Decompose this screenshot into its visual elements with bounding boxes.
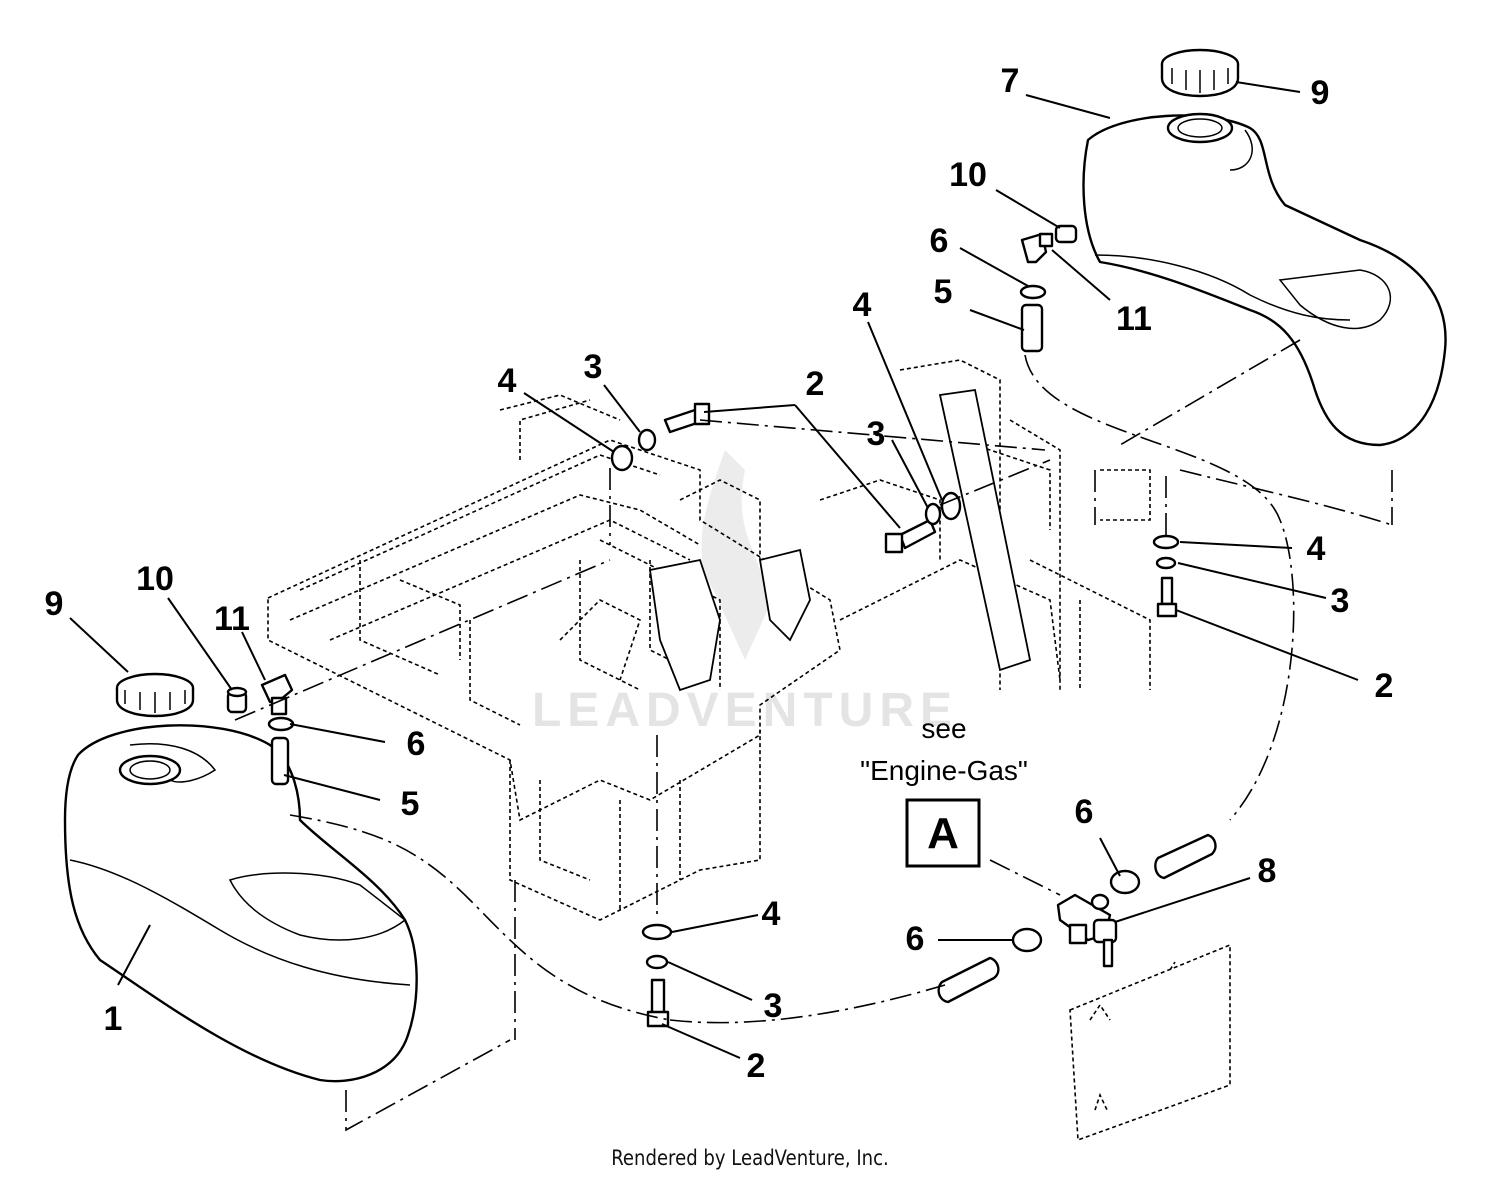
- callout-11-left: 11: [214, 600, 250, 638]
- right-fuel-tank: [1082, 112, 1447, 447]
- callout-3-middle: 3: [867, 415, 886, 453]
- callout-3-lower: 3: [764, 987, 783, 1025]
- callout-2-upper: 2: [806, 365, 825, 403]
- callout-11-right: 11: [1116, 300, 1152, 338]
- callout-1: 1: [104, 1000, 123, 1038]
- footer-credit: Rendered by LeadVenture, Inc.: [611, 1146, 889, 1170]
- lock-washer-upper-left: [637, 428, 657, 452]
- lock-washer-lower: [645, 954, 669, 970]
- flat-washer-lower: [641, 923, 673, 941]
- callout-4-upper: 4: [498, 362, 517, 400]
- callout-9-right: 9: [1311, 74, 1330, 112]
- bolt-upper-left: [663, 402, 711, 434]
- callout-3-right: 3: [1331, 582, 1350, 620]
- hose-clamp-lower: [1011, 927, 1043, 953]
- left-fuel-cap: [115, 672, 195, 718]
- callout-5-left: 5: [401, 785, 420, 823]
- left-elbow-fitting: [260, 673, 294, 716]
- left-fuel-hose: [270, 736, 290, 786]
- right-fuel-cap: [1160, 48, 1240, 98]
- callout-6-lower-tee: 6: [906, 920, 925, 958]
- chassis-frame: [267, 359, 1151, 921]
- reference-target: "Engine-Gas": [860, 755, 1028, 786]
- reference-box: [905, 798, 981, 868]
- callout-10-left: 10: [136, 560, 174, 598]
- callout-6-right: 6: [930, 222, 949, 260]
- reference-see: see: [921, 713, 966, 744]
- right-elbow-fitting: [1020, 232, 1054, 264]
- callout-3-upper: 3: [584, 348, 603, 386]
- fuel-hose-lower: [937, 956, 1000, 1004]
- bolt-middle: [884, 518, 937, 554]
- callout-4-right: 4: [1307, 530, 1326, 568]
- callout-6-upper-tee: 6: [1075, 793, 1094, 831]
- shutoff-valve: [1092, 918, 1118, 968]
- callout-4-middle: 4: [853, 286, 872, 324]
- right-hose-clamp: [1019, 284, 1047, 300]
- left-bushing: [226, 686, 248, 714]
- lock-washer-middle: [924, 502, 942, 526]
- callout-9-left: 9: [45, 585, 64, 623]
- lock-washer-right: [1155, 556, 1177, 570]
- flat-washer-right: [1152, 534, 1180, 550]
- callout-2-right: 2: [1375, 667, 1394, 705]
- center-lines: [234, 339, 1393, 1132]
- right-bushing: [1054, 224, 1078, 244]
- reference-note: see "Engine-Gas" A: [860, 713, 1028, 868]
- callout-7: 7: [1001, 62, 1020, 100]
- reference-box-letter: A: [927, 809, 959, 858]
- hose-clamp-upper: [1109, 869, 1141, 895]
- side-panel: [1069, 943, 1231, 1142]
- callout-8: 8: [1258, 852, 1277, 890]
- callout-10-right: 10: [949, 156, 987, 194]
- watermark-text: LEADVENTURE: [532, 684, 958, 737]
- callout-4-lower: 4: [762, 895, 781, 933]
- fuel-hose-upper: [1154, 833, 1217, 880]
- bolt-right: [1156, 576, 1178, 618]
- callout-labels: 1 9 10 11 6 5 4 3 2 4 3 7 9 10 6 11 5 4 …: [45, 62, 1394, 1085]
- right-fuel-hose: [1020, 303, 1044, 353]
- callout-2-lower: 2: [747, 1047, 766, 1085]
- callout-6-left: 6: [407, 725, 426, 763]
- flat-washer-upper-left: [610, 444, 634, 472]
- callout-5-right: 5: [934, 273, 953, 311]
- left-hose-clamp: [267, 716, 295, 732]
- leader-lines: [69, 81, 1359, 1059]
- left-fuel-tank: [63, 724, 418, 1083]
- flat-washer-middle: [940, 491, 962, 521]
- bolt-lower: [646, 978, 670, 1028]
